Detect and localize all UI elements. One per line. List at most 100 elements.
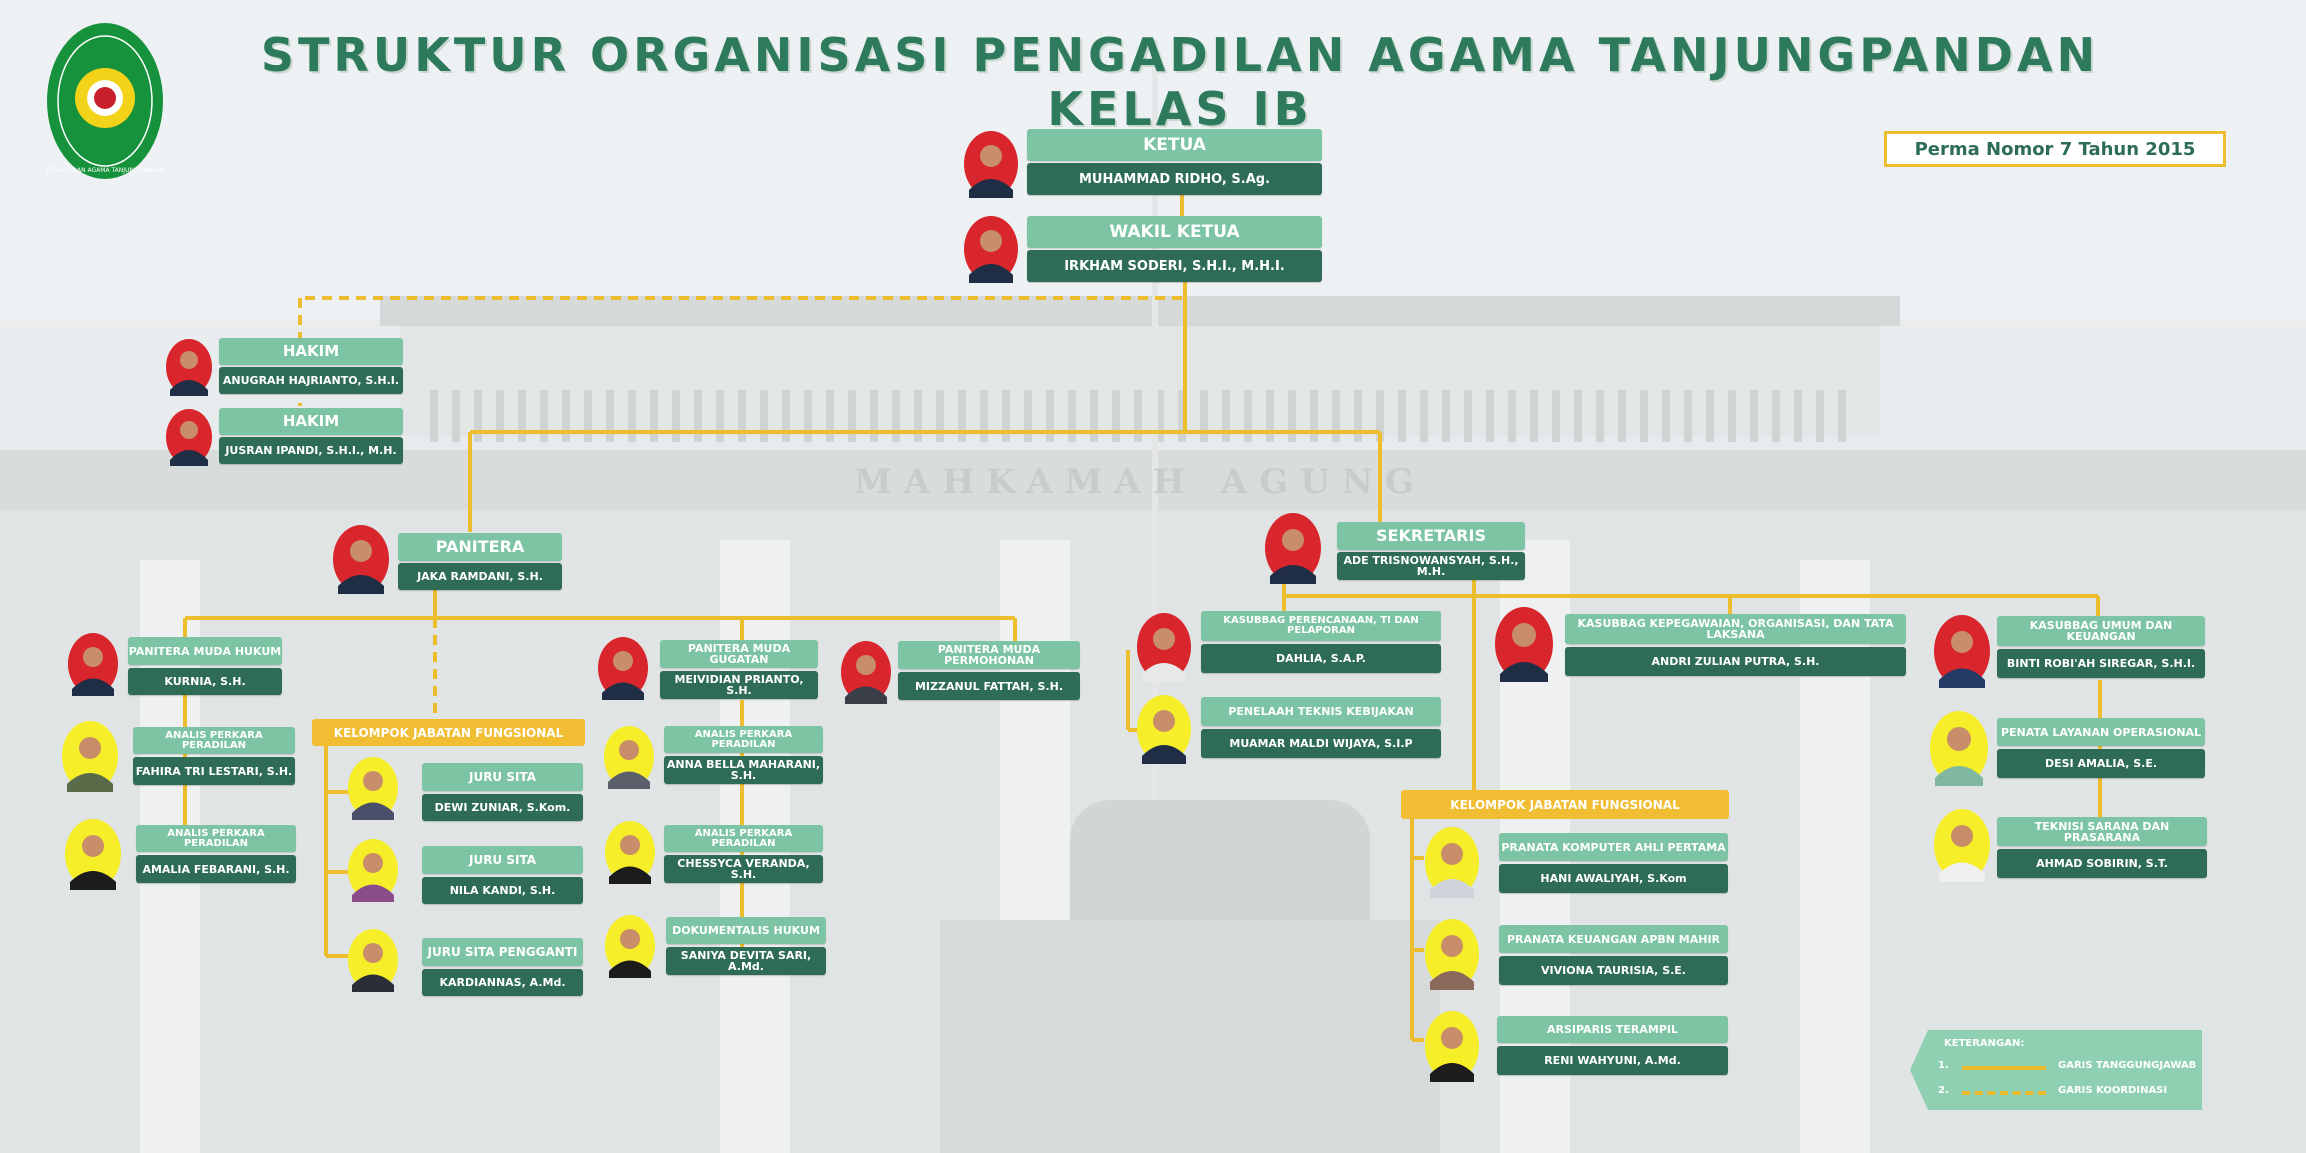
name-label: DESI AMALIA, S.E.	[1997, 749, 2205, 778]
facade-bar	[1816, 390, 1824, 442]
photo-ketua	[963, 130, 1019, 198]
facade-bar	[1398, 390, 1406, 442]
role-label: PANITERA	[398, 533, 562, 561]
photo-sekretaris	[1264, 512, 1322, 584]
role-label: PENATA LAYANAN OPERASIONAL	[1997, 718, 2205, 746]
node-app-2: ANALIS PERKARA PERADILAN AMALIA FEBARANI…	[136, 825, 296, 883]
role-label: KETUA	[1027, 129, 1322, 161]
role-label: PRANATA KEUANGAN APBN MAHIR	[1499, 925, 1728, 953]
facade-bar	[914, 390, 922, 442]
node-teknisi: TEKNISI SARANA DAN PRASARANA AHMAD SOBIR…	[1997, 817, 2207, 878]
role-label: ANALIS PERKARA PERADILAN	[136, 825, 296, 852]
facade-bar	[1464, 390, 1472, 442]
role-label: HAKIM	[219, 338, 403, 365]
role-label: PANITERA MUDA GUGATAN	[660, 640, 818, 668]
node-ketua: KETUA MUHAMMAD RIDHO, S.Ag.	[1027, 129, 1322, 195]
facade-bar	[1574, 390, 1582, 442]
node-js-1: JURU SITA DEWI ZUNIAR, S.Kom.	[422, 763, 583, 821]
facade-bar	[430, 390, 438, 442]
facade-bar	[1596, 390, 1604, 442]
photo-pm-gugatan	[597, 636, 649, 700]
facade-bar	[1200, 390, 1208, 442]
node-pranata-komputer: PRANATA KOMPUTER AHLI PERTAMA HANI AWALI…	[1499, 833, 1728, 893]
role-label: ANALIS PERKARA PERADILAN	[664, 825, 823, 852]
facade-bar	[1728, 390, 1736, 442]
court-logo: PENGADILAN AGAMA TANJUNGPANDAN	[46, 22, 164, 180]
name-label: KURNIA, S.H.	[128, 668, 282, 695]
facade-bar	[606, 390, 614, 442]
node-panitera: PANITERA JAKA RAMDANI, S.H.	[398, 533, 562, 590]
facade-bar	[452, 390, 460, 442]
photo-pranata-komputer	[1424, 826, 1480, 898]
name-label: VIVIONA TAURISIA, S.E.	[1499, 956, 1728, 985]
name-label: JAKA RAMDANI, S.H.	[398, 563, 562, 590]
facade-bar	[1486, 390, 1494, 442]
legend: KETERANGAN: 1. GARIS TANGGUNGJAWAB 2. GA…	[1910, 1030, 2202, 1110]
photo-pm-permohonan	[840, 640, 892, 704]
node-pm-permohonan: PANITERA MUDA PERMOHONAN MIZZANUL FATTAH…	[898, 641, 1080, 700]
name-label: KARDIANNAS, A.Md.	[422, 969, 583, 996]
role-label: JURU SITA	[422, 763, 583, 791]
role-label: PENELAAH TEKNIS KEBIJAKAN	[1201, 697, 1441, 726]
name-label: ANUGRAH HAJRIANTO, S.H.I.	[219, 367, 403, 394]
photo-wakil-ketua	[963, 215, 1019, 283]
facade-bar	[1046, 390, 1054, 442]
photo-pranata-keuangan	[1424, 918, 1480, 990]
node-wakil-ketua: WAKIL KETUA IRKHAM SODERI, S.H.I., M.H.I…	[1027, 216, 1322, 282]
node-kasubbag-ptip: KASUBBAG PERENCANAAN, TI DAN PELAPORAN D…	[1201, 611, 1441, 673]
facade-bar	[1068, 390, 1076, 442]
facade-bar	[980, 390, 988, 442]
facade-bar	[1310, 390, 1318, 442]
role-label: ARSIPARIS TERAMPIL	[1497, 1016, 1728, 1043]
node-app-4: ANALIS PERKARA PERADILAN CHESSYCA VERAND…	[664, 825, 823, 883]
photo-app-4	[604, 820, 656, 884]
facade-bar	[826, 390, 834, 442]
photo-dokumentalis	[604, 914, 656, 978]
facade-bar	[562, 390, 570, 442]
name-label: ANNA BELLA MAHARANI, S.H.	[664, 756, 823, 784]
role-label: JURU SITA PENGGANTI	[422, 938, 583, 966]
facade-bar	[628, 390, 636, 442]
node-sekretaris: SEKRETARIS ADE TRISNOWANSYAH, S.H., M.H.	[1337, 522, 1525, 580]
photo-kasubbag-uk	[1933, 614, 1991, 688]
facade-bar	[1552, 390, 1560, 442]
facade-bar	[1662, 390, 1670, 442]
photo-penelaah	[1136, 694, 1192, 764]
facade-bar	[870, 390, 878, 442]
building-text: MAHKAMAH AGUNG	[854, 462, 1426, 502]
name-label: ADE TRISNOWANSYAH, S.H., M.H.	[1337, 552, 1525, 580]
group-kjf-sekretaris: KELOMPOK JABATAN FUNGSIONAL	[1401, 790, 1729, 819]
legend-title: KETERANGAN:	[1944, 1038, 2025, 1049]
facade-bar	[1002, 390, 1010, 442]
facade-bar	[496, 390, 504, 442]
facade-bar	[1794, 390, 1802, 442]
role-label: ANALIS PERKARA PERADILAN	[133, 727, 295, 754]
role-label: KASUBBAG UMUM DAN KEUANGAN	[1997, 616, 2205, 646]
name-label: JUSRAN IPANDI, S.H.I., M.H.	[219, 437, 403, 464]
photo-jsp	[347, 928, 399, 992]
facade-bar	[1266, 390, 1274, 442]
facade-bar	[1618, 390, 1626, 442]
role-label: PRANATA KOMPUTER AHLI PERTAMA	[1499, 833, 1728, 861]
node-dokumentalis: DOKUMENTALIS HUKUM SANIYA DEVITA SARI, A…	[666, 917, 826, 975]
facade-bar	[1024, 390, 1032, 442]
role-label: DOKUMENTALIS HUKUM	[666, 917, 826, 944]
facade-bar	[650, 390, 658, 442]
group-kjf-panitera: KELOMPOK JABATAN FUNGSIONAL	[312, 719, 585, 746]
name-label: MIZZANUL FATTAH, S.H.	[898, 672, 1080, 700]
facade-bar	[1222, 390, 1230, 442]
photo-js-2	[347, 838, 399, 902]
role-label: SEKRETARIS	[1337, 522, 1525, 550]
node-pm-hukum: PANITERA MUDA HUKUM KURNIA, S.H.	[128, 637, 282, 695]
facade-bar	[716, 390, 724, 442]
node-penelaah: PENELAAH TEKNIS KEBIJAKAN MUAMAR MALDI W…	[1201, 697, 1441, 758]
photo-app-3	[603, 725, 655, 789]
node-hakim-2: HAKIM JUSRAN IPANDI, S.H.I., M.H.	[219, 408, 403, 464]
facade-bar	[804, 390, 812, 442]
facade-bar	[1530, 390, 1538, 442]
legend-line-dashed	[1962, 1091, 2046, 1095]
photo-panitera	[332, 524, 390, 594]
name-label: IRKHAM SODERI, S.H.I., M.H.I.	[1027, 250, 1322, 282]
name-label: CHESSYCA VERANDA, S.H.	[664, 855, 823, 883]
